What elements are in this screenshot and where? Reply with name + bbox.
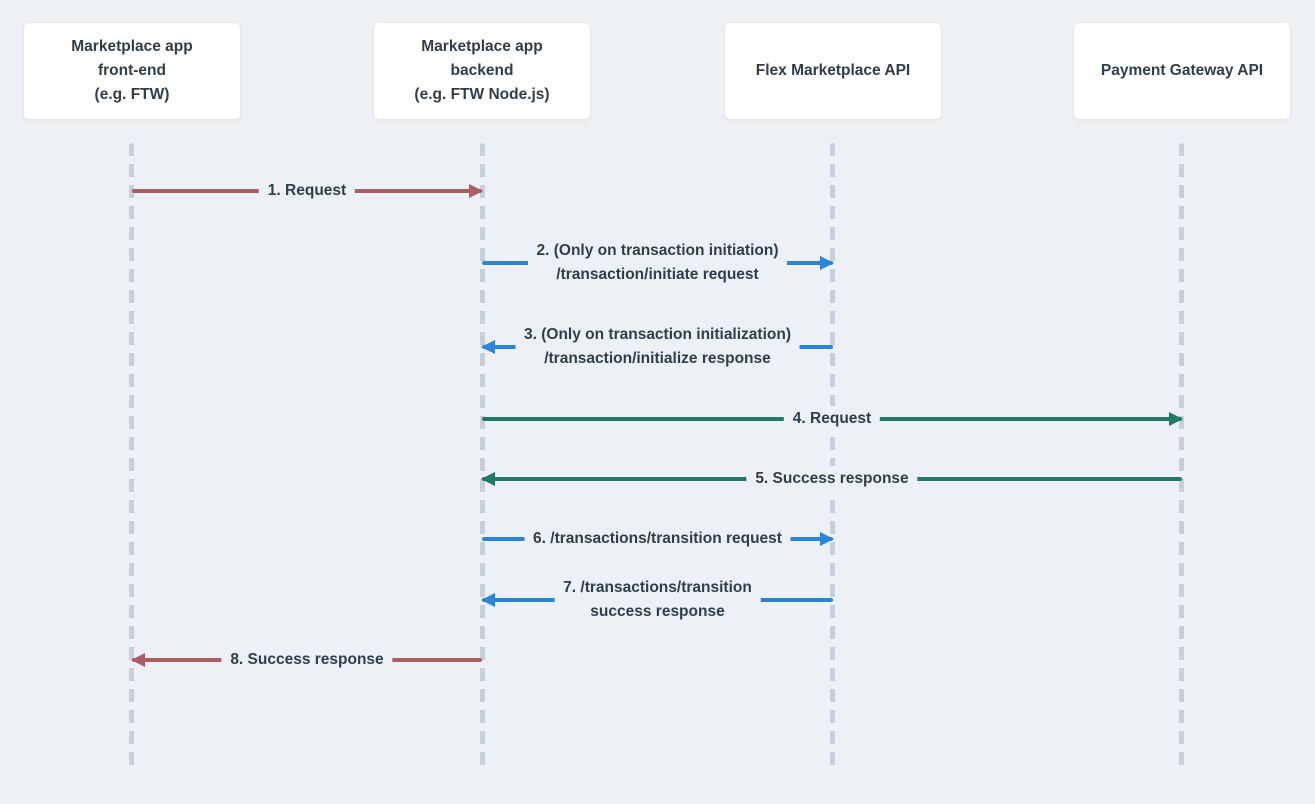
message-label: 4. Request — [783, 406, 881, 432]
arrowhead-left-icon — [481, 472, 495, 486]
participant-label-line: (e.g. FTW Node.js) — [414, 86, 550, 103]
participant-flex-api: Flex Marketplace API — [725, 23, 941, 119]
participant-label-line: Payment Gateway API — [1100, 62, 1264, 79]
message-8-success-response: 8. Success response — [131, 647, 482, 673]
lifeline-backend — [480, 143, 485, 772]
message-label: 5. Success response — [746, 466, 918, 492]
arrowhead-right-icon — [1169, 412, 1183, 426]
message-label: 2. (Only on transaction initiation) /tra… — [527, 238, 788, 288]
arrowhead-left-icon — [481, 593, 495, 607]
message-6-transactions-transition-request: 6. /transactions/transition request — [482, 526, 834, 552]
participant-payment-gateway-api: Payment Gateway API — [1074, 23, 1290, 119]
message-label: 8. Success response — [221, 647, 393, 673]
lifeline-frontend — [129, 143, 134, 772]
arrowhead-left-icon — [481, 340, 495, 354]
participant-label-line: Marketplace app — [421, 38, 543, 55]
message-7-transactions-transition-success-response: 7. /transactions/transition success resp… — [481, 575, 833, 625]
arrowhead-right-icon — [820, 532, 834, 546]
message-label: 7. /transactions/transition success resp… — [554, 575, 761, 625]
message-1-request: 1. Request — [132, 178, 483, 204]
participant-backend: Marketplace app backend (e.g. FTW Node.j… — [374, 23, 590, 119]
participant-label-line: front-end — [97, 62, 166, 79]
participant-label-line: Flex Marketplace API — [755, 62, 911, 79]
arrowhead-right-icon — [469, 184, 483, 198]
message-4-request: 4. Request — [482, 406, 1183, 432]
message-label: 1. Request — [258, 178, 356, 204]
participant-label-line: (e.g. FTW) — [94, 86, 170, 103]
arrowhead-left-icon — [131, 653, 145, 667]
lifeline-payment-gateway-api — [1179, 143, 1184, 772]
participant-label-line: Marketplace app — [71, 38, 193, 55]
participant-frontend: Marketplace app front-end (e.g. FTW) — [24, 23, 240, 119]
message-label: 6. /transactions/transition request — [524, 526, 791, 552]
message-5-success-response: 5. Success response — [481, 466, 1182, 492]
arrowhead-right-icon — [820, 256, 834, 270]
lifeline-flex-api — [830, 143, 835, 772]
participant-label-line: backend — [450, 62, 514, 79]
message-2-transaction-initiate-request: 2. (Only on transaction initiation) /tra… — [482, 238, 834, 288]
message-label: 3. (Only on transaction initialization) … — [515, 322, 800, 372]
message-3-transaction-initialize-response: 3. (Only on transaction initialization) … — [481, 322, 833, 372]
